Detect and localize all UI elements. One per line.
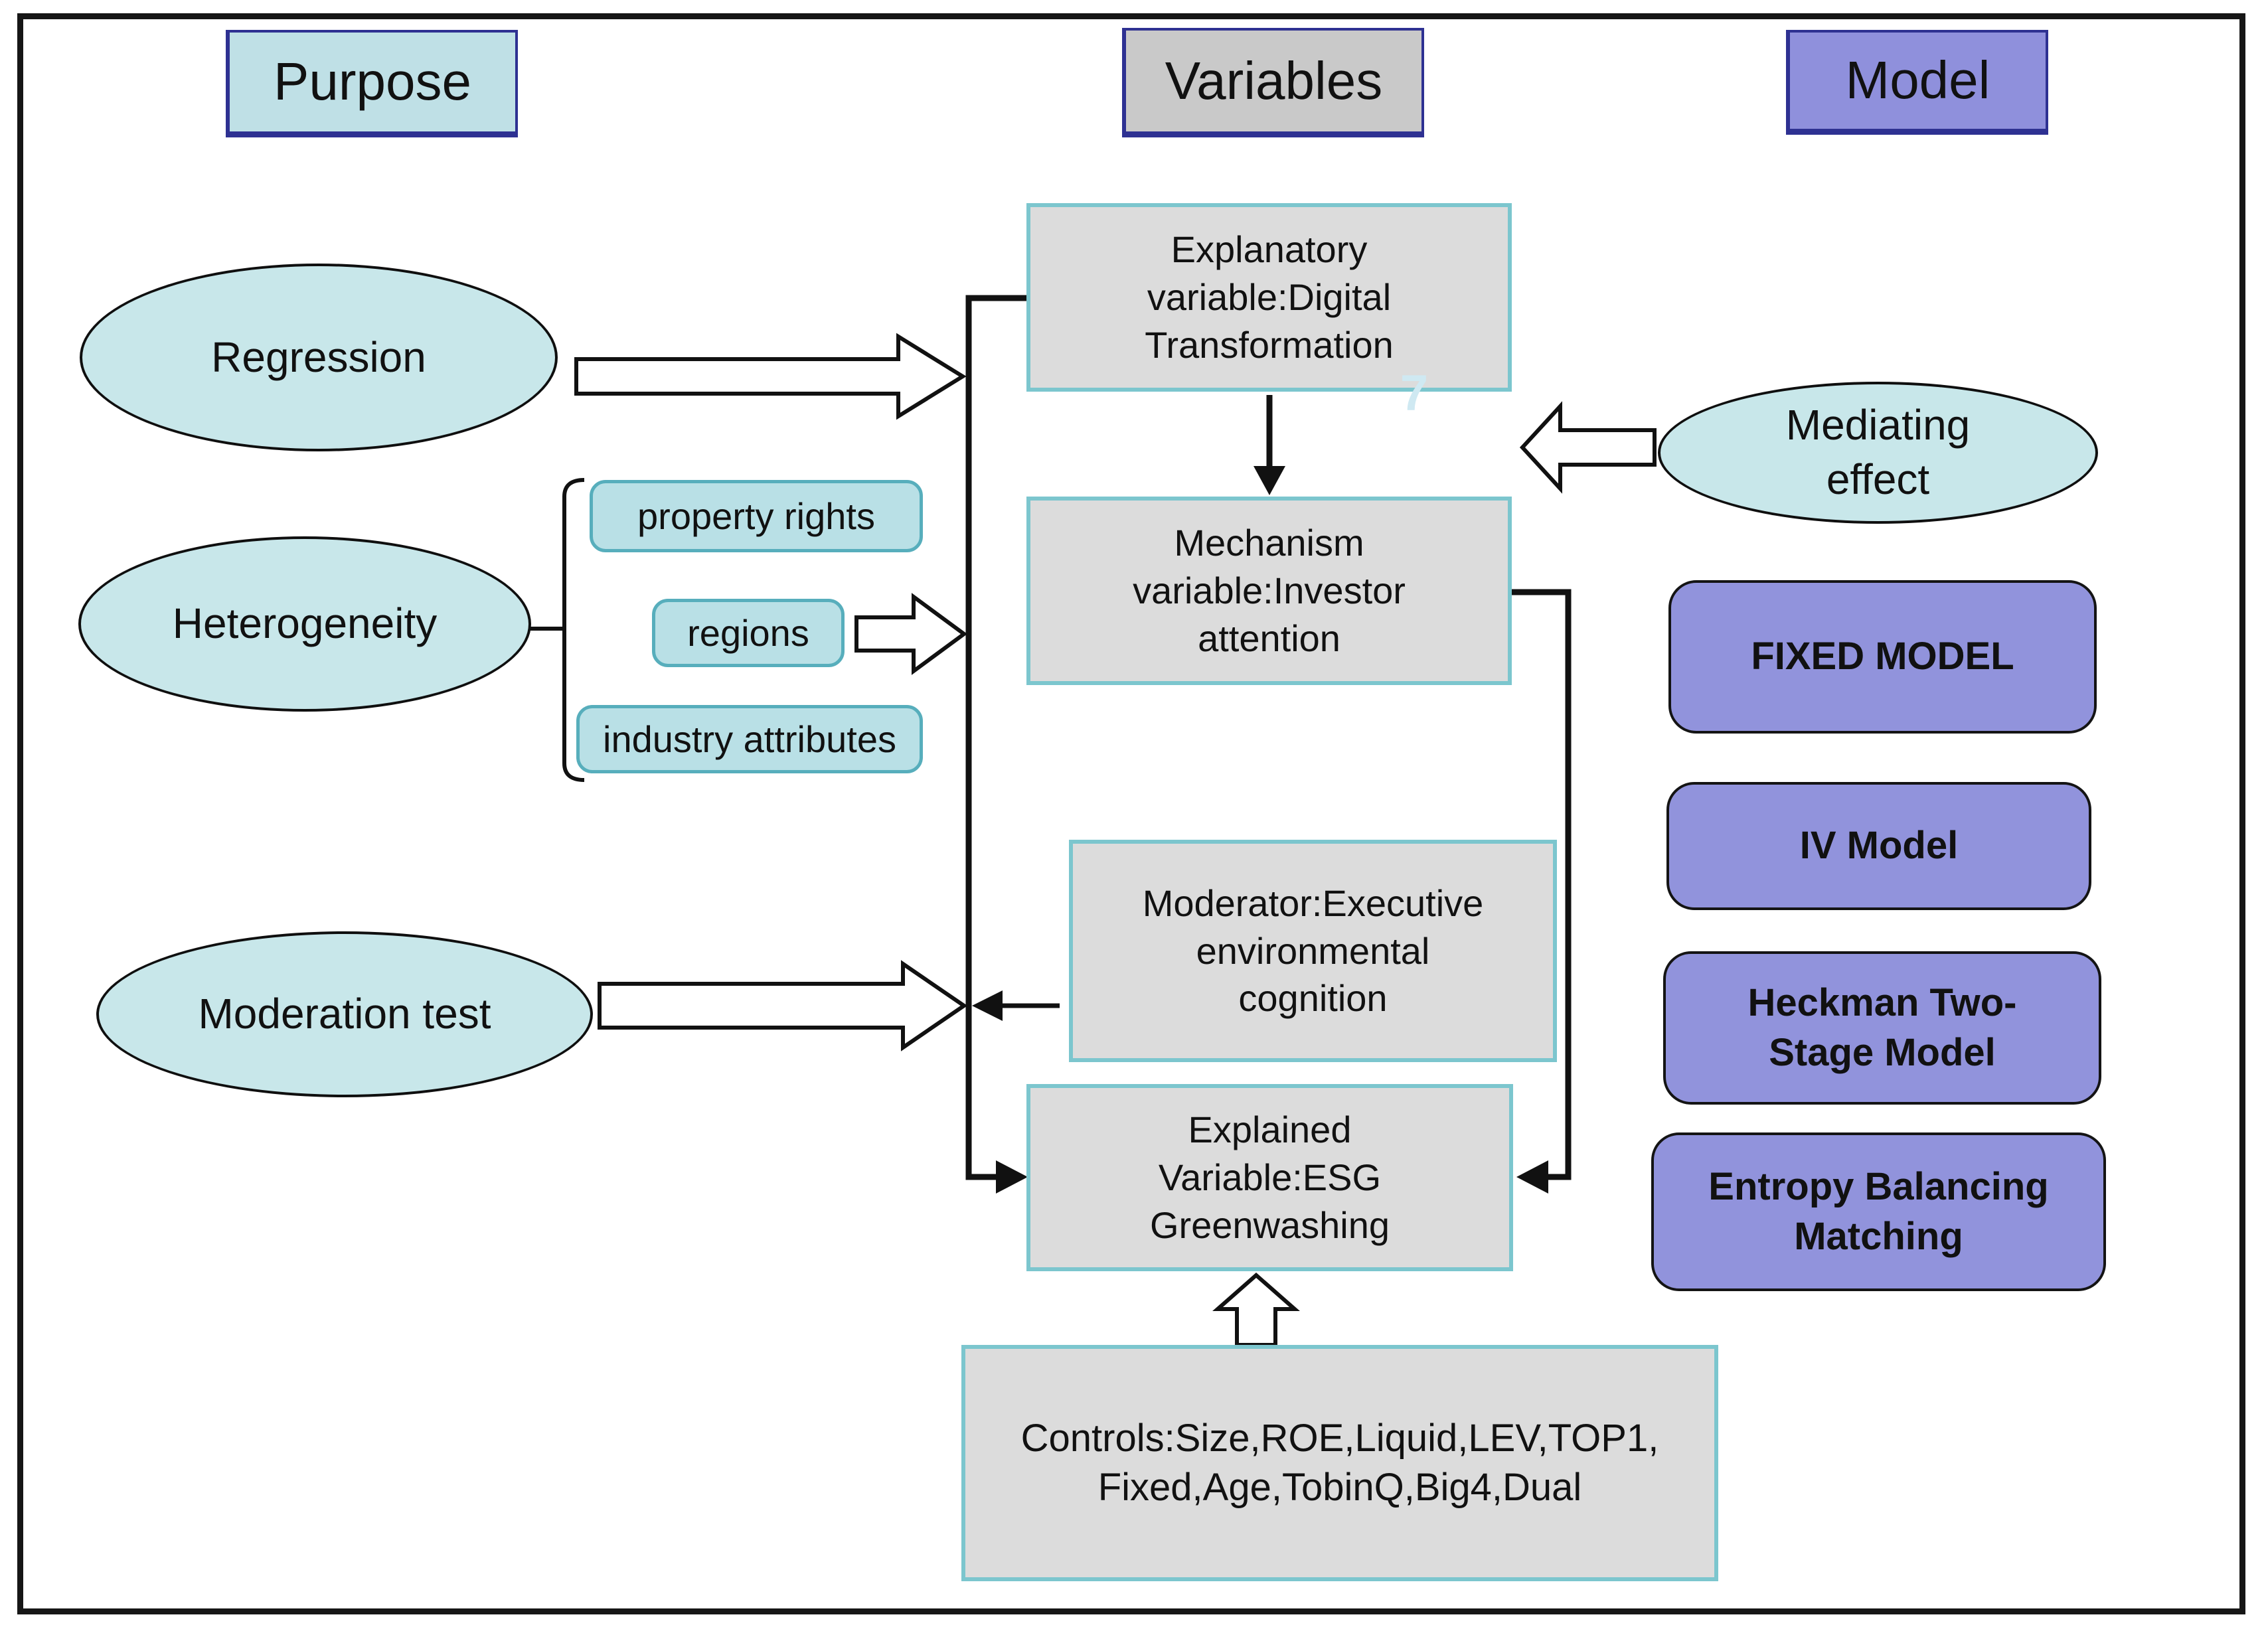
chip-regions: regions [652,599,845,667]
box-fixed-model: FIXED MODEL [1668,580,2097,734]
chip-property-rights: property rights [590,480,923,552]
header-model: Model [1786,30,2048,135]
oval-mediating-effect: Mediating effect [1658,382,2098,524]
box-entropy-balancing: Entropy Balancing Matching [1651,1132,2106,1291]
chip-industry-attributes: industry attributes [576,705,923,773]
box-iv-model: IV Model [1666,782,2091,910]
stray-artifact-7: 7 [1400,365,1429,422]
box-explained-variable: Explained Variable:ESG Greenwashing [1026,1084,1513,1271]
header-purpose: Purpose [226,30,518,137]
box-mechanism-variable: Mechanism variable:Investor attention [1026,497,1512,685]
oval-heterogeneity: Heterogeneity [78,536,531,712]
box-heckman-model: Heckman Two- Stage Model [1663,951,2101,1105]
oval-moderation-test: Moderation test [96,931,593,1097]
outer-border [17,13,2245,1614]
header-variables: Variables [1122,28,1424,137]
oval-regression: Regression [80,264,558,451]
box-moderator-variable: Moderator:Executive environmental cognit… [1069,840,1557,1062]
box-controls: Controls:Size,ROE,Liquid,LEV,TOP1, Fixed… [961,1345,1718,1581]
box-explanatory-variable: Explanatory variable:Digital Transformat… [1026,203,1512,392]
